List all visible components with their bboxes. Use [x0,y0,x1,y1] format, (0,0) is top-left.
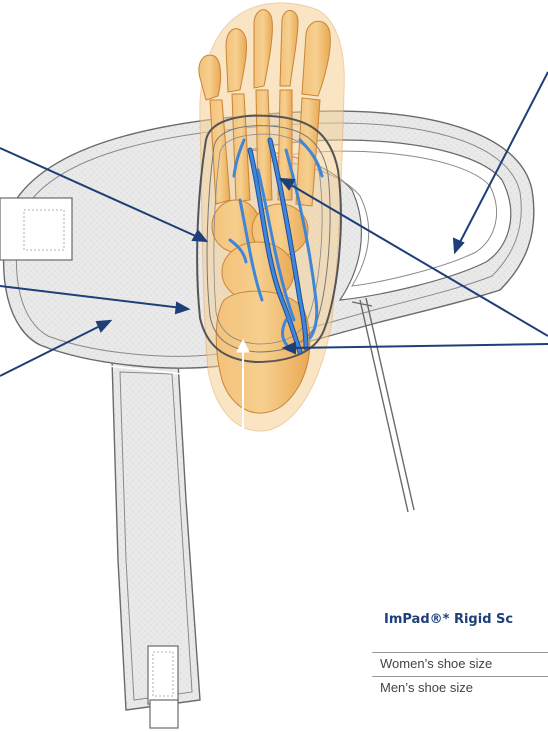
strap-velcro-tab [148,646,178,704]
wrap-velcro-tab [0,198,72,260]
table-row: Women’s shoe size [372,653,548,677]
air-tube [352,298,414,512]
row-label-men: Men’s shoe size [372,677,548,701]
ankle-strap [112,360,200,728]
row-label-women: Women’s shoe size [372,653,548,677]
size-table: Women’s shoe size Men’s shoe size [372,652,548,700]
table-row: Men’s shoe size [372,677,548,701]
product-title: ImPad®* Rigid Sc [384,612,513,627]
